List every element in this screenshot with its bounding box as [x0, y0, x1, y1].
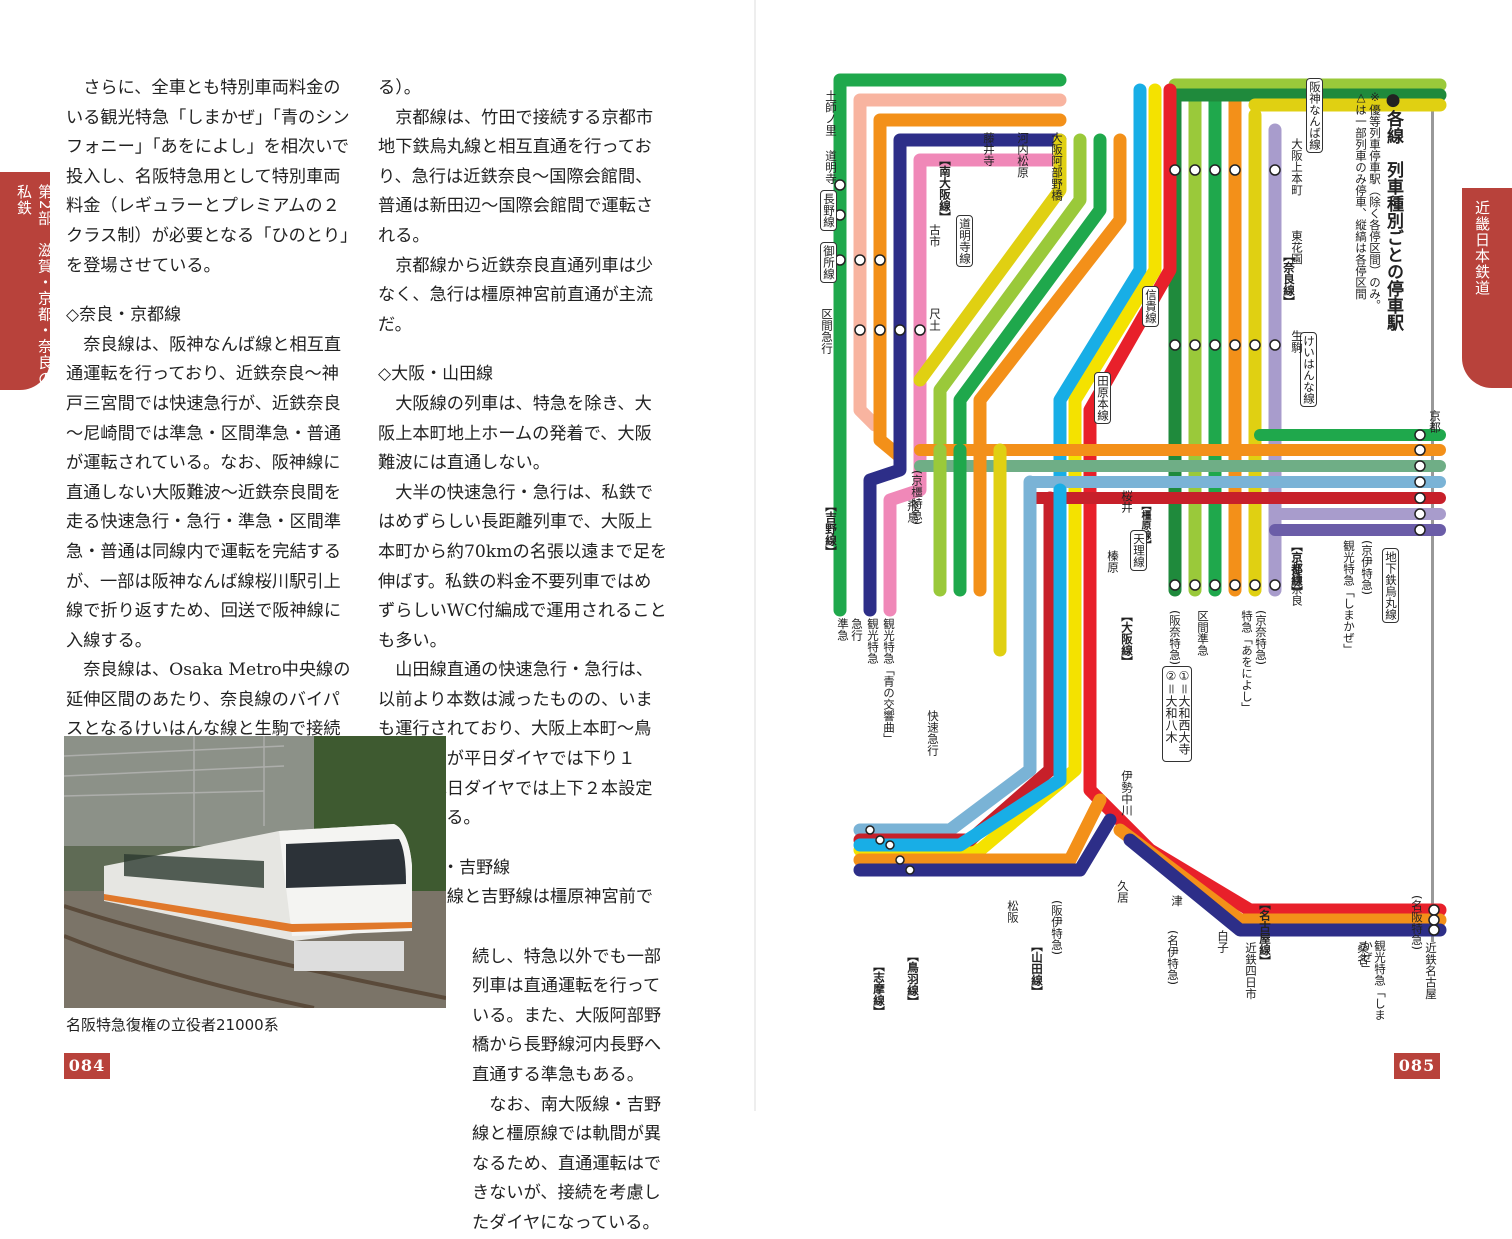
service-label: 区間急行	[820, 308, 834, 354]
train-photo-21000-series	[64, 736, 446, 1008]
service-label: 特急「あをによし」	[1240, 610, 1254, 714]
station-label: 古市	[928, 224, 942, 247]
chapter-tab-text: 近畿日本鉄道	[1473, 200, 1491, 296]
connector-shigi-line: 信貴線	[1142, 286, 1159, 327]
station-label: 久居	[1116, 880, 1130, 903]
connector-domyoji-line: 道明寺線	[956, 215, 973, 267]
service-label: (京伊特急)	[1360, 540, 1374, 595]
station-label: 大阪上本町	[1290, 138, 1304, 196]
paragraph: 京都線から近鉄奈良直通列車は少なく、急行は橿原神宮前直通が主流だ。	[378, 255, 654, 335]
station-label: 伊勢中川	[1120, 770, 1134, 816]
page-number-right: 085	[1394, 1053, 1440, 1079]
service-label: 観光特急「しまかぜ」	[1360, 940, 1387, 1021]
station-label: 藤井寺	[982, 132, 996, 167]
photo-caption: 名阪特急復権の立役者21000系	[66, 1016, 279, 1034]
station-label: 榛原	[1106, 550, 1120, 573]
service-label: (京橿特急)	[910, 470, 924, 525]
left-page: 第2部 滋賀・京都・奈良の私鉄 さらに、全車とも特別車両料金のいる観光特急「しま…	[0, 0, 756, 1233]
map-title: ●各線 列車種別ごとの停車駅	[1383, 90, 1403, 331]
station-label: 京都	[1428, 410, 1442, 433]
station-label: 道明寺	[824, 150, 838, 185]
station-label: 河内松原	[1016, 132, 1030, 178]
section-heading-osaka-yamada: ◇大阪・山田線	[378, 364, 494, 385]
paragraph: 京都線は、竹田で接続する京都市地下鉄烏丸線と相互直通を行っており、急行は近鉄奈良…	[378, 107, 654, 246]
station-label: 桑名	[1356, 942, 1370, 965]
paragraph: 奈良線は、阪神なんば線と相互直通運転を行っており、近鉄奈良～神戸三宮間では快速急…	[66, 334, 342, 651]
line-label-kyoto: 【京都線】	[1290, 540, 1304, 598]
service-label: 観光特急「しまかぜ」	[1342, 540, 1356, 655]
right-page: 近畿日本鉄道 085	[756, 0, 1512, 1111]
service-label: (名阪特急)	[1410, 895, 1424, 950]
line-label-toba: 【鳥羽線】	[906, 950, 920, 1008]
connector-nagano-line: 長野線	[820, 190, 837, 231]
station-label: 近鉄奈良	[1290, 560, 1304, 606]
section-heading-nara-kyoto: ◇奈良・京都線	[66, 305, 182, 326]
footnote-1: ①＝大和西大寺	[1177, 669, 1191, 756]
service-label: (名伊特急)	[1166, 930, 1180, 985]
chapter-tab-text: 第2部 滋賀・京都・奈良の私鉄	[15, 184, 54, 387]
station-label: 松阪	[1006, 900, 1020, 923]
station-label: 桜井	[1120, 490, 1134, 513]
line-label-nagoya: 【名古屋線】	[1258, 898, 1272, 967]
map-note-2: △は一部列車のみ停車、縦縞は各停区間	[1354, 90, 1368, 300]
service-label: 区間準急	[1196, 610, 1210, 656]
train-photo-illustration	[64, 736, 446, 1008]
service-label: (阪伊特急)	[1050, 900, 1064, 955]
service-label: 観光特急	[866, 618, 880, 664]
line-label-kashihara: 【橿原線】	[1139, 500, 1150, 550]
service-label: 急行	[850, 618, 864, 641]
map-footnote-box: ①＝大和西大寺 ②＝大和八木	[1162, 666, 1192, 762]
footnote-2: ②＝大和八木	[1164, 669, 1178, 744]
service-label: (京奈特急)	[1254, 610, 1268, 665]
service-label: (阪奈特急)	[1168, 610, 1182, 665]
map-note-1: ※優等列車停車駅（除く各停区間）のみ。	[1368, 90, 1382, 311]
intro-paragraph: さらに、全車とも特別車両料金のいる観光特急「しまかぜ」「青のシンフォニー」「あを…	[66, 78, 350, 276]
paragraph: 大半の快速急行・急行は、私鉄ではめずらしい長距離列車で、大阪上本町から約70km…	[378, 482, 668, 651]
station-label: 東花園	[1290, 230, 1304, 265]
connector-keihanna-line: けいはんな線	[1300, 332, 1317, 407]
service-label: 準急	[836, 618, 850, 641]
station-label: 生駒	[1290, 330, 1304, 353]
connector-karasuma-line: 地下鉄烏丸線	[1382, 548, 1399, 623]
service-label: 観光特急「青の交響曲」	[882, 618, 896, 745]
connector-gose-line: 御所線	[820, 242, 837, 283]
paragraph-continuation: る）。	[378, 78, 421, 98]
line-label-nara: 【奈良線】	[1282, 250, 1296, 308]
station-label: 大阪阿部野橋	[1050, 132, 1064, 201]
station-label: 土師ノ里	[824, 90, 838, 136]
service-label: 快速急行	[926, 710, 940, 756]
station-label: 白子	[1216, 930, 1230, 953]
station-label: 津	[1170, 895, 1184, 907]
station-label: 近鉄四日市	[1244, 942, 1258, 1000]
line-label-shima: 【志摩線】	[872, 960, 886, 1018]
station-label: 尺土	[928, 308, 942, 331]
station-label: 近鉄名古屋	[1424, 942, 1438, 1000]
paragraph: 大阪線の列車は、特急を除き、大阪上本町地上ホームの発着で、大阪難波には直通しない…	[378, 393, 652, 474]
connector-hanshin-namba: 阪神なんば線	[1306, 78, 1323, 153]
line-label-osaka: 【大阪線】	[1120, 610, 1134, 668]
connector-tenri-line: 天理線	[1130, 530, 1147, 571]
chapter-tab-right: 近畿日本鉄道	[1462, 188, 1512, 388]
line-label-yoshino: 【吉野線】	[824, 500, 838, 558]
text-column-2: る）。 京都線は、竹田で接続する京都市地下鉄烏丸線と相互直通を行っており、急行は…	[378, 74, 668, 1239]
station-label: 飛鳥	[906, 500, 920, 523]
line-label-yamada: 【山田線】	[1030, 940, 1044, 998]
connector-tawaramoto-line: 田原本線	[1094, 372, 1111, 424]
kintetsu-route-map: ●各線 列車種別ごとの停車駅 ※優等列車停車駅（除く各停区間）のみ。 △は一部列…	[820, 70, 1460, 1030]
page-number-left: 084	[64, 1053, 110, 1079]
paragraph-wrapped: 続し、特急以外でも一部列車は直通運転を行っている。また、大阪阿部野橋から長野線河…	[472, 946, 662, 1085]
chapter-tab-left: 第2部 滋賀・京都・奈良の私鉄	[0, 172, 54, 390]
paragraph-wrapped: なお、南大阪線・吉野線と橿原線では軌間が異なるため、直通運転はできないが、接続を…	[472, 1094, 662, 1233]
book-spine	[754, 0, 756, 1111]
line-label-minami-osaka: 【南大阪線】	[938, 154, 952, 223]
